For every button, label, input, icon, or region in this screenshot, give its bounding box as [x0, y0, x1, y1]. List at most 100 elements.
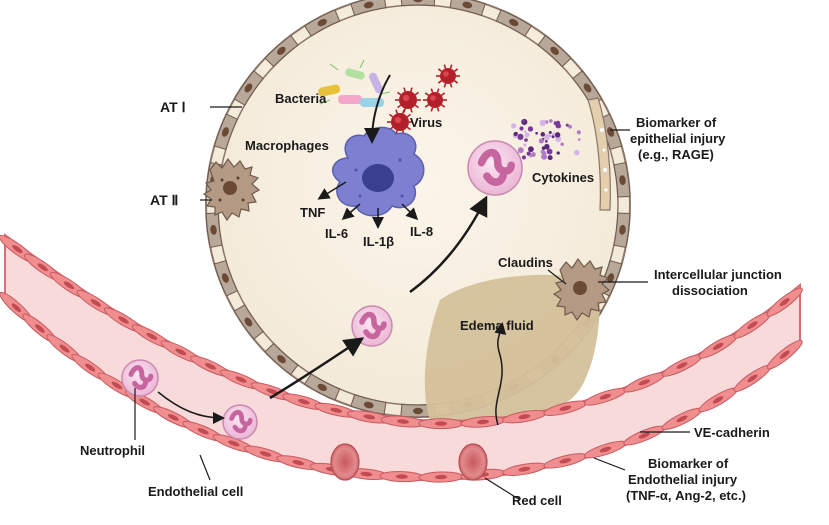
endothelial-nucleus: [747, 321, 758, 329]
endothelial-nucleus: [395, 474, 408, 479]
epithelial-nucleus: [413, 407, 423, 415]
endothelial-nucleus: [360, 471, 373, 477]
arrows: [157, 74, 507, 426]
label-at2: AT Ⅱ: [150, 192, 178, 208]
endothelial-nucleus: [676, 415, 688, 423]
endothelial-nucleus: [292, 460, 305, 466]
epithelial-nucleus: [363, 1, 374, 9]
label-tnf: TNF: [300, 205, 325, 220]
label-at1: AT Ⅰ: [160, 99, 186, 115]
endothelial-layer-top: [0, 235, 803, 430]
label-junction-2: dissociation: [672, 283, 748, 298]
epithelial-nucleus: [619, 224, 626, 235]
endothelial-nucleus: [139, 398, 150, 406]
endothelial-nucleus: [747, 374, 758, 383]
endothelial-nucleus: [599, 393, 612, 400]
endothelial-nucleus: [167, 414, 179, 421]
endothelial-nucleus: [11, 303, 22, 313]
epithelial-nucleus: [583, 83, 592, 93]
endothelial-nucleus: [712, 342, 724, 350]
epithelial-nucleus: [277, 46, 286, 55]
label-virus: Virus: [410, 115, 442, 130]
label-il8: IL-8: [410, 224, 433, 239]
epithelial-nucleus: [277, 355, 286, 364]
endothelial-nucleus: [59, 344, 70, 353]
label-junction-1: Intercellular junction: [654, 267, 782, 282]
epithelial-nucleus: [221, 273, 229, 283]
label-neutrophil: Neutrophil: [80, 443, 145, 458]
label-biomarker-endo-2: Endothelial injury: [628, 472, 738, 487]
label-biomarker-endo-3: (TNF-α, Ang-2, etc.): [626, 488, 746, 503]
label-bacteria: Bacteria: [275, 91, 327, 106]
virus-icon: [427, 92, 443, 108]
endothelial-nucleus: [235, 376, 247, 383]
virus-icon: [440, 68, 456, 84]
label-biomarker-endo-1: Biomarker of: [648, 456, 729, 471]
epithelial-nucleus: [221, 127, 229, 137]
endothelial-nucleus: [676, 362, 688, 369]
endothelial-nucleus: [111, 381, 123, 390]
epithelial-cell: [400, 0, 436, 7]
label-il1b: IL-1β: [363, 234, 394, 249]
endothelial-nucleus: [63, 281, 75, 290]
endothelial-nucleus: [476, 419, 489, 425]
endothelial-nucleus: [638, 432, 650, 439]
macrophage: [331, 126, 425, 217]
epithelial-nucleus: [462, 1, 473, 9]
endothelial-nucleus: [146, 332, 158, 340]
epithelial-nucleus: [363, 401, 374, 409]
red-cells: [330, 443, 488, 481]
endothelial-nucleus: [205, 363, 217, 370]
label-edema: Edema fluid: [460, 318, 534, 333]
label-macrophages: Macrophages: [245, 138, 329, 153]
label-il6: IL-6: [325, 226, 348, 241]
epithelial-nucleus: [317, 383, 327, 392]
endothelial-nucleus: [175, 348, 187, 356]
endothelial-nucleus: [330, 407, 343, 413]
endothelial-nucleus: [259, 451, 272, 457]
label-red-cell: Red cell: [512, 493, 562, 508]
endothelial-nucleus: [197, 428, 209, 435]
epithelial-nucleus: [413, 0, 423, 3]
label-ve-cadherin: VE-cadherin: [694, 425, 770, 440]
at2-cell: [202, 157, 261, 222]
virus-particles: [387, 64, 460, 135]
endothelial-nucleus: [298, 399, 310, 405]
epithelial-nucleus: [317, 18, 327, 27]
endothelial-nucleus: [434, 421, 447, 426]
epithelial-nucleus: [244, 83, 253, 93]
label-biomarker-epi-2: epithelial injury: [630, 131, 726, 146]
endothelial-nucleus: [35, 324, 45, 333]
endothelial-nucleus: [779, 298, 790, 307]
endothelial-nucleus: [712, 396, 724, 404]
endothelial-nucleus: [559, 405, 572, 411]
endothelial-nucleus: [85, 363, 96, 372]
endothelial-nucleus: [638, 379, 650, 386]
endothelial-nucleus: [118, 316, 129, 324]
endothelial-nucleus: [363, 414, 376, 420]
at2-cell-claudins: [552, 257, 611, 322]
epithelial-nucleus: [244, 317, 253, 327]
cytokine-particles: [511, 118, 581, 161]
endothelial-nucleus: [266, 388, 278, 395]
label-biomarker-epi-3: (e.g., RAGE): [638, 147, 714, 162]
epithelial-nucleus: [210, 224, 217, 235]
epithelial-nucleus: [619, 175, 626, 186]
endothelial-nucleus: [37, 263, 48, 272]
leader-lines: [134, 106, 690, 501]
neutrophils: [121, 140, 523, 440]
label-biomarker-epi-1: Biomarker of: [636, 115, 717, 130]
epithelial-nucleus: [550, 46, 559, 55]
endothelial-nucleus: [518, 414, 531, 420]
endothelial-nucleus: [559, 458, 572, 464]
label-endothelial-cell: Endothelial cell: [148, 484, 243, 499]
label-claudins: Claudins: [498, 255, 553, 270]
edema-fluid: [424, 274, 600, 442]
endothelial-nucleus: [12, 245, 23, 254]
endothelial-nucleus: [90, 299, 102, 307]
endothelial-nucleus: [434, 474, 447, 480]
endothelial-nucleus: [228, 440, 240, 447]
endothelial-nucleus: [396, 419, 409, 424]
endothelial-nucleus: [599, 446, 612, 453]
